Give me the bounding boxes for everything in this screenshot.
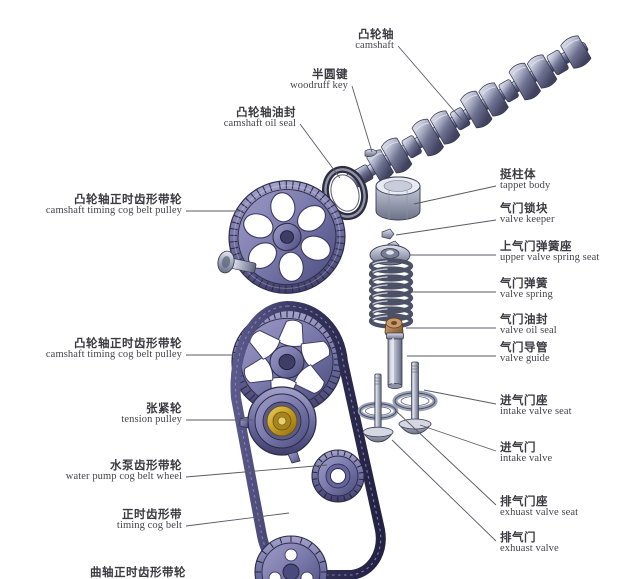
callout-label-cn: 凸轮轴正时齿形带轮: [74, 192, 182, 206]
callout-label-en: woodruff key: [290, 80, 348, 92]
callout-label-cn: 进气门座: [500, 393, 548, 407]
callout-label-en: valve keeper: [500, 214, 555, 226]
callout-label-cn: 正时齿形带: [122, 507, 182, 521]
callout-label-en: water pump cog belt wheel: [65, 471, 182, 483]
leader-line-intake-valve-seat: [423, 389, 497, 405]
callout-label-en: camshaft timing cog belt pulley: [45, 205, 182, 217]
leader-line-exhaust-valve-seat: [394, 409, 497, 506]
callout-label-en: timing cog belt: [116, 520, 182, 532]
callout-label-cn: 凸轮轴油封: [236, 105, 296, 119]
leader-line-tappet-body: [413, 185, 497, 205]
callout-label-en: exhuast valve: [500, 543, 559, 555]
callout-label-cn: 水泵齿形带轮: [110, 458, 182, 472]
callout-label-en: camshaft oil seal: [223, 118, 296, 130]
callout-label-cn: 上气门弹簧座: [500, 239, 572, 253]
callout-label-cn: 气门弹簧: [500, 276, 548, 290]
callout-label-cn: 张紧轮: [146, 401, 182, 415]
callout-label-en: camshaft timing cog belt pulley: [45, 349, 182, 361]
callout-label-en: camshaft: [355, 40, 394, 52]
water-pump-cog-belt-wheel-part: [311, 449, 365, 503]
callout-label-cn: 气门导管: [500, 340, 548, 354]
callout-label-cn: 气门油封: [500, 312, 548, 326]
callout-label-en: intake valve seat: [500, 406, 572, 418]
callout-label-cn: 曲轴正时齿形带轮: [90, 565, 186, 579]
woodruff-key-part: [364, 148, 378, 157]
callout-label-en: upper valve spring seat: [500, 252, 600, 264]
callout-label-cn: 挺柱体: [500, 167, 536, 181]
leader-line-valve-keeper: [395, 219, 497, 236]
leader-line-intake-valve: [419, 424, 497, 452]
callout-label-en: exhuast valve seat: [500, 507, 579, 519]
callout-label-en: intake valve: [500, 453, 553, 465]
leader-line-water-pump-cog-belt-wheel: [185, 464, 328, 478]
callout-crankshaft-timing-cog-belt-pulley[interactable]: 曲轴正时齿形带轮: [90, 565, 186, 579]
valve-guide-part: [386, 332, 404, 389]
callout-label-cn: 凸轮轴正时齿形带轮: [74, 336, 182, 350]
exhaust-valve-part: [362, 373, 394, 443]
callout-label-cn: 半圆键: [312, 67, 348, 81]
leader-lines: [185, 45, 497, 542]
callout-label-en: valve guide: [500, 353, 550, 365]
leader-line-camshaft: [397, 45, 463, 121]
callout-label-cn: 凸轮轴: [358, 27, 394, 41]
crankshaft-timing-pulley-part: [254, 535, 328, 579]
camshaft-part: [340, 35, 592, 193]
callout-label-cn: 进气门: [500, 440, 536, 454]
callout-label-cn: 排气门座: [500, 494, 548, 508]
leader-line-camshaft-oil-seal: [299, 123, 341, 179]
callout-label-en: valve oil seal: [500, 325, 557, 337]
callout-label-cn: 排气门: [500, 530, 536, 544]
tension-pulley-part: [239, 386, 317, 464]
leader-line-timing-cog-belt: [185, 512, 290, 527]
callout-label-en: tension pulley: [121, 414, 182, 426]
leader-line-exhaust-valve: [391, 439, 497, 542]
callout-label-en: tappet body: [500, 180, 551, 192]
valve-spring-part: [368, 258, 414, 329]
callout-label-en: valve spring: [500, 289, 553, 301]
camshaft-timing-pulley-upper-part: [228, 180, 346, 294]
tappet-body-part: [375, 176, 421, 221]
camshaft-timing-pulley-lower-part: [231, 309, 343, 415]
callout-label-cn: 气门锁块: [500, 201, 548, 215]
leader-line-woodruff-key: [351, 85, 373, 153]
pulley-bolt-part: [217, 250, 257, 274]
